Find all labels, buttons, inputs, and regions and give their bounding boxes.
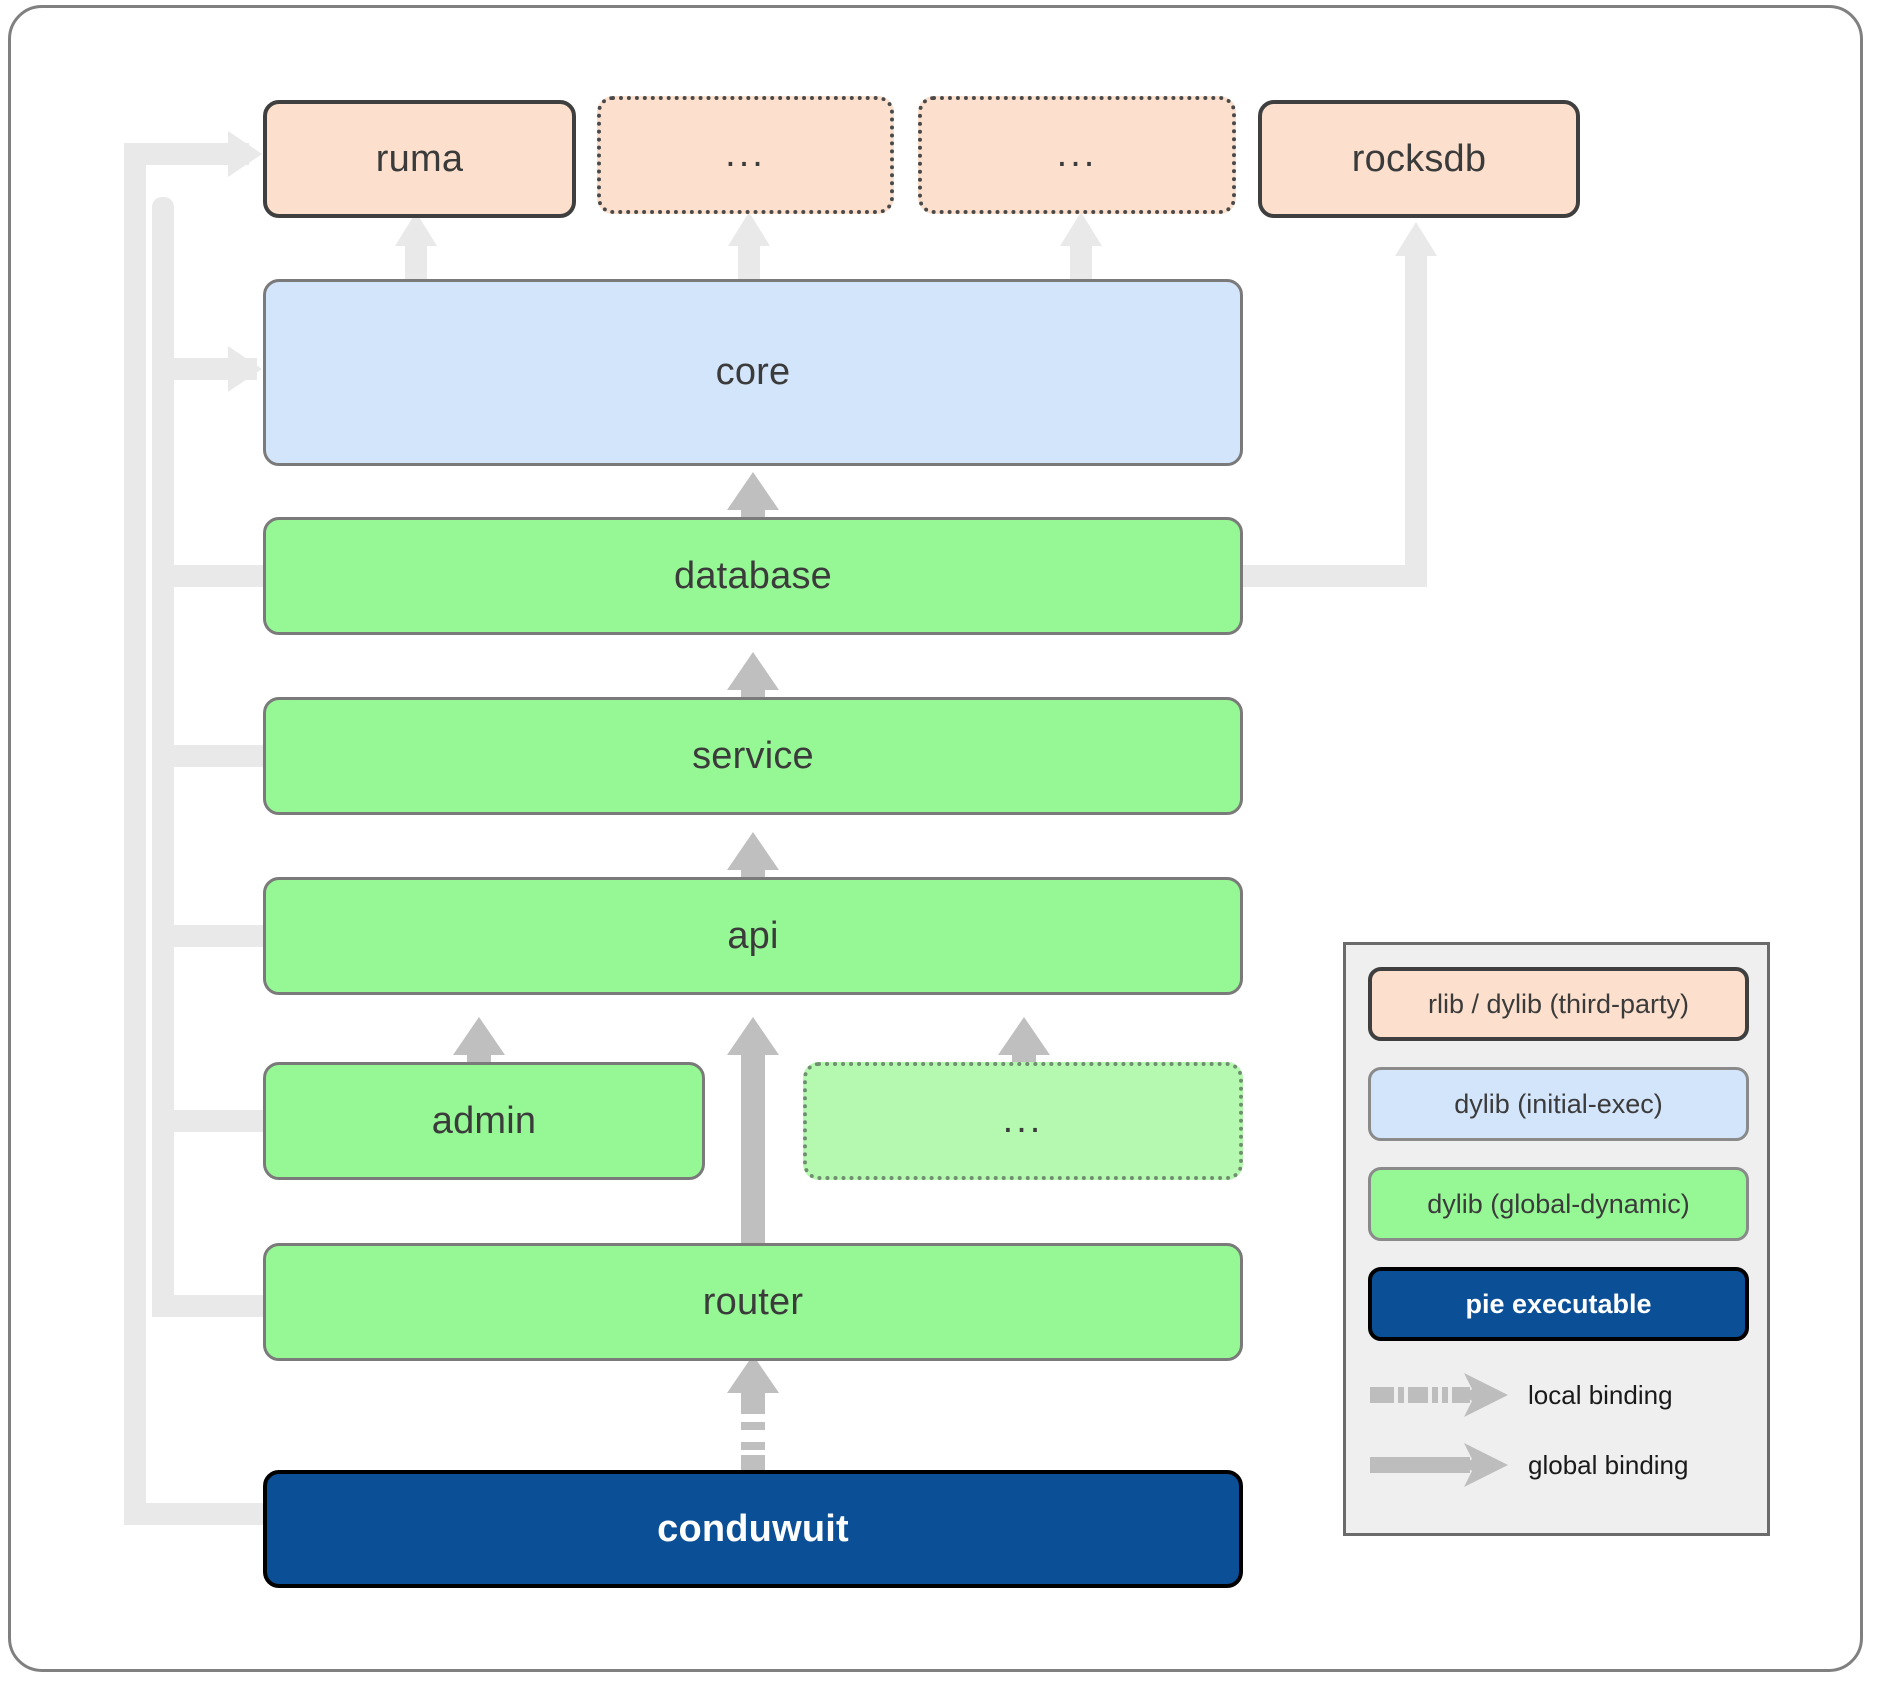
connector-core-to-dots2-shaft (1070, 240, 1092, 282)
connector-outer-spine-vertical (124, 143, 146, 1525)
connector-inner-spine-to-router (152, 1295, 270, 1317)
arrowhead-dots2-bottom (1060, 212, 1102, 246)
node-top-dots-1-label: ... (725, 133, 766, 176)
diagram-title: conduwuit linkage / binding architecture (0, 21, 1, 22)
arrowhead-dots1-bottom (728, 212, 770, 246)
legend-chip-initial-exec: dylib (initial-exec) (1368, 1067, 1749, 1141)
arrowhead-api-center-bottom (727, 1017, 779, 1055)
node-router-label: router (702, 1280, 804, 1323)
global-binding-arrow-icon (1370, 1443, 1508, 1487)
local-binding-arrow-icon (1370, 1373, 1508, 1417)
legend-chip-third-party-label: rlib / dylib (third-party) (1427, 988, 1690, 1019)
arrowhead-database-bottom (727, 652, 779, 690)
node-admin[interactable]: admin (263, 1062, 705, 1180)
arrowhead-ruma-left (228, 131, 262, 177)
node-router[interactable]: router (263, 1243, 1243, 1361)
legend-row-global-binding: global binding (1368, 1435, 1751, 1495)
node-rocksdb-label: rocksdb (1351, 137, 1487, 180)
arrowhead-api-right-bottom (998, 1017, 1050, 1055)
node-core[interactable]: core (263, 279, 1243, 466)
node-top-dots-1[interactable]: ... (597, 96, 894, 214)
connector-inner-spine-to-database (152, 565, 270, 587)
node-admin-label: admin (431, 1099, 537, 1142)
legend-local-binding-label: local binding (1528, 1379, 1673, 1410)
node-api[interactable]: api (263, 877, 1243, 995)
node-rocksdb[interactable]: rocksdb (1258, 100, 1580, 218)
node-mid-dots[interactable]: ... (803, 1062, 1243, 1180)
legend-chip-global-dynamic-label: dylib (global-dynamic) (1427, 1188, 1690, 1219)
arrowhead-router-bottom (727, 1355, 779, 1393)
node-ruma-label: ruma (375, 137, 464, 180)
legend-chip-initial-exec-label: dylib (initial-exec) (1454, 1088, 1663, 1119)
node-top-dots-2-label: ... (1056, 133, 1098, 176)
connector-inner-spine-to-service (152, 745, 270, 767)
connector-database-to-rocksdb-vertical (1405, 250, 1427, 580)
connector-conduwuit-to-router-seg3 (741, 1422, 765, 1430)
connector-outer-spine-to-ruma (124, 143, 249, 165)
legend-chip-pie-executable: pie executable (1368, 1267, 1749, 1341)
node-mid-dots-label: ... (1002, 1099, 1044, 1142)
arrowhead-service-bottom (727, 832, 779, 870)
connector-conduwuit-to-outer-spine (124, 1503, 274, 1525)
connector-core-to-ruma-shaft (405, 240, 427, 282)
legend-chip-global-dynamic: dylib (global-dynamic) (1368, 1167, 1749, 1241)
legend-row-local-binding: local binding (1368, 1365, 1751, 1425)
arrowhead-core-bottom (727, 472, 779, 510)
arrowhead-rocksdb-bottom (1395, 222, 1437, 256)
arrowhead-api-left-bottom (453, 1017, 505, 1055)
node-conduwuit[interactable]: conduwuit (263, 1470, 1243, 1588)
connector-inner-spine-to-admin (152, 1110, 270, 1132)
page-frame (8, 5, 1863, 1672)
node-core-label: core (715, 351, 791, 393)
node-service-label: service (692, 734, 814, 777)
legend-chip-third-party: rlib / dylib (third-party) (1368, 967, 1749, 1041)
connector-router-to-api-shaft (741, 1050, 765, 1246)
connector-core-to-dots1-shaft (738, 240, 760, 282)
legend-global-binding-label: global binding (1528, 1449, 1689, 1480)
node-conduwuit-label: conduwuit (657, 1507, 849, 1550)
connector-conduwuit-to-router-seg4 (741, 1390, 765, 1414)
node-service[interactable]: service (263, 697, 1243, 815)
connector-conduwuit-to-router-seg2 (741, 1442, 765, 1450)
connector-database-to-rocksdb-horizontal (1238, 565, 1427, 587)
legend-chip-pie-executable-label: pie executable (1465, 1288, 1652, 1319)
node-ruma[interactable]: ruma (263, 100, 576, 218)
legend-panel: rlib / dylib (third-party) dylib (initia… (1343, 942, 1770, 1536)
node-database[interactable]: database (263, 517, 1243, 635)
arrowhead-core-left (228, 346, 262, 392)
node-database-label: database (674, 554, 832, 597)
connector-inner-spine-to-api (152, 925, 270, 947)
node-api-label: api (727, 914, 779, 957)
node-top-dots-2[interactable]: ... (918, 96, 1236, 214)
